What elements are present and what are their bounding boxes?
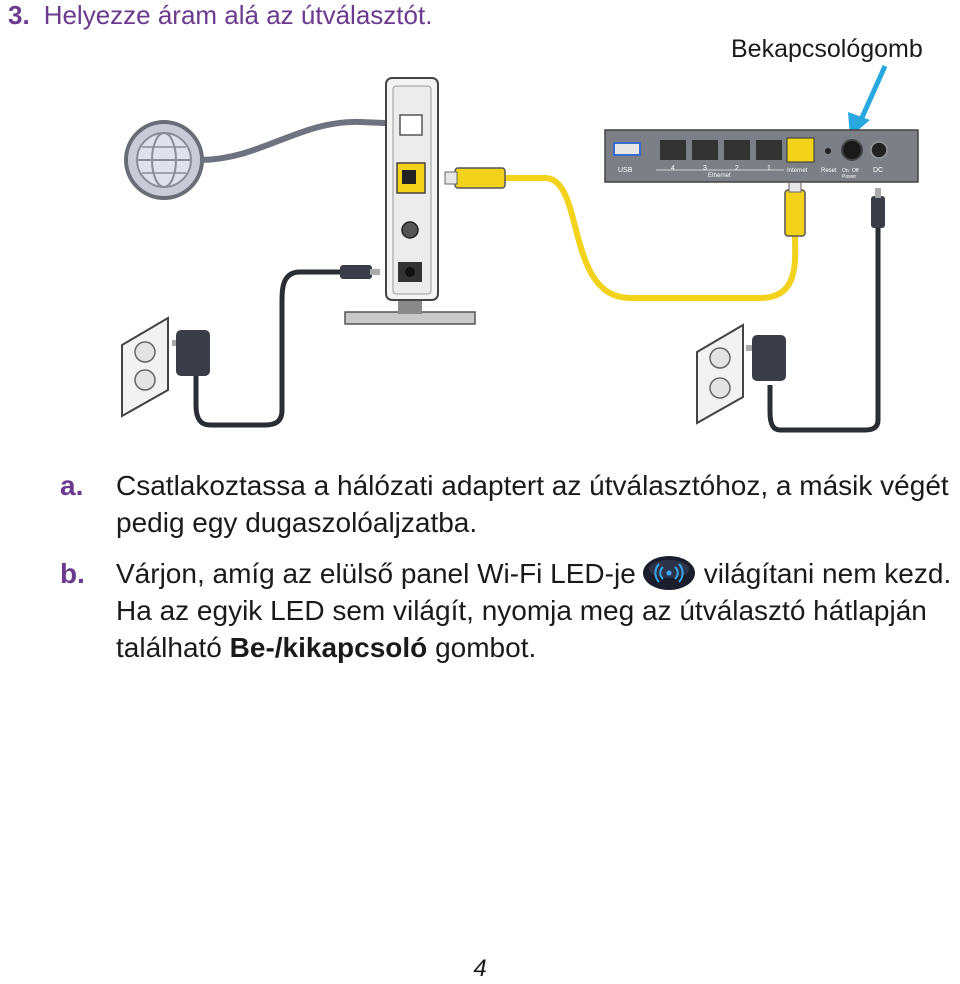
router-dc-plug [871,196,885,228]
svg-text:4: 4 [671,165,675,172]
power-switch-label: Be-/kikapcsoló [229,632,428,663]
connection-diagram: USB 4 3 2 1 Ethernet Internet Reset On O… [121,64,919,433]
step-a-text: Csatlakoztassa a hálózati adaptert az út… [116,470,949,538]
step-b-text-after: világítani nem kezd. Ha az egyik LED sem… [116,558,952,663]
svg-text:2: 2 [735,165,739,172]
globe-icon [124,120,204,200]
svg-text:Reset: Reset [821,168,837,174]
usb-port [613,142,641,156]
svg-text:DC: DC [873,167,883,174]
callout-arrow-icon [848,64,888,137]
step-b-text-before: Várjon, amíg az elülső panel Wi-Fi LED-j… [116,558,636,589]
step-b-text: Várjon, amíg az elülső panel Wi-Fi LED-j… [116,555,960,666]
step-heading-text: Helyezze áram alá az útválasztót. [43,0,433,30]
internet-port [786,137,815,163]
right-wall-outlet-icon [696,323,786,425]
svg-text:USB: USB [618,167,633,174]
svg-text:Ethernet: Ethernet [708,173,731,179]
modem-dc-plug [340,265,372,279]
router-power-cable [767,225,881,433]
step-a-letter: a. [60,470,84,501]
svg-text:Power: Power [842,174,857,180]
svg-text:On: On [842,168,849,174]
dc-port [870,141,888,159]
power-button [841,139,863,161]
modem-power-cable [193,269,340,428]
left-wall-outlet-icon [121,316,210,418]
page-number: 4 [473,955,487,982]
ethernet-cable [505,175,799,301]
modem [344,77,476,325]
left-power-adapter [176,330,210,376]
wifi-led-icon [642,556,695,590]
ethernet-port-2 [724,140,750,160]
svg-text:3: 3 [703,165,707,172]
internet-cable [199,118,411,163]
ethernet-port-1 [756,140,782,160]
ethernet-port-3 [692,140,718,160]
ethernet-port-4 [660,140,686,160]
router-back-panel: USB 4 3 2 1 Ethernet Internet Reset On O… [604,129,919,183]
step-heading: 3. Helyezze áram alá az útválasztót. [8,0,432,30]
ethernet-plug-router [784,189,806,237]
step-b-letter: b. [60,558,85,589]
svg-text:Off: Off [852,168,859,174]
svg-text:1: 1 [767,165,771,172]
right-power-adapter [752,335,786,381]
ethernet-plug-modem [454,167,506,189]
reset-button [825,148,831,154]
power-button-callout: Bekapcsológomb [731,35,923,63]
svg-text:Internet: Internet [787,168,808,174]
step-number: 3. [8,0,30,30]
step-b-text-end: gombot. [435,632,537,663]
